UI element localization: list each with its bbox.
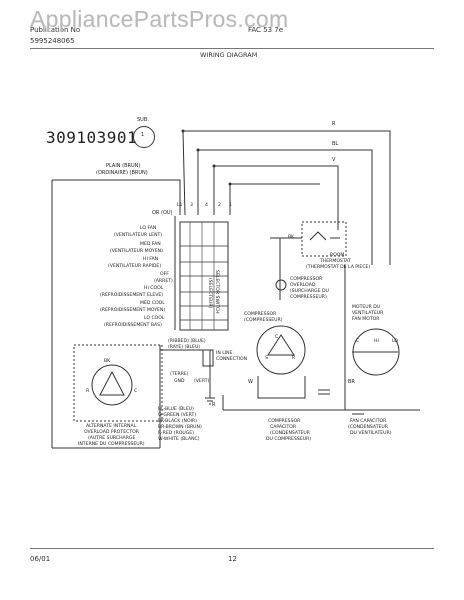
comp-cap-label-4: DU COMPRESSEUR) bbox=[266, 437, 312, 442]
thermostat-label-fr: (THERMOSTAT DE LA PIECE) bbox=[306, 265, 371, 270]
wire-letter-br: BR bbox=[348, 379, 355, 385]
mode-hi-cool: HI COOL bbox=[144, 286, 164, 291]
header-rule bbox=[30, 48, 434, 49]
ribbed-label: (RIBBED) (BLUE) bbox=[168, 339, 206, 344]
ribbed-label-fr: (RAYE) (BLEU) bbox=[168, 345, 201, 350]
mode-lo-cool: LO COOL bbox=[144, 316, 165, 321]
fan-motor-label-2: VENTILATEUR bbox=[352, 311, 384, 316]
alt-caption-1: ALTERNATE INTERNAL bbox=[86, 424, 137, 429]
mode-med-cool: MED COOL bbox=[140, 301, 165, 306]
mode-off-fr: (ARRET) bbox=[154, 279, 173, 284]
comp-cap-label-3: (CONDENSATEUR bbox=[270, 431, 310, 436]
sub-circle bbox=[133, 126, 155, 148]
wire-letter-r: R bbox=[212, 402, 216, 408]
alt-c: C bbox=[134, 389, 138, 394]
mode-med-cool-fr: (REFROIDISSEMENT MOYEN) bbox=[100, 308, 166, 313]
fan-cap-label-2: (CONDENSATEUR bbox=[348, 425, 388, 430]
diagram-title: WIRING DIAGRAM bbox=[200, 51, 258, 59]
alt-caption-3: (AUTRE SURCHARGE bbox=[88, 436, 136, 441]
terminal-4: 4 bbox=[205, 203, 208, 208]
fan-motor-label-3: FAN MOTOR bbox=[352, 317, 380, 322]
mode-med-fan: MED FAN bbox=[140, 242, 161, 247]
fan-motor-label-1: MOTEUR DU bbox=[352, 305, 381, 310]
fan-cap-label-1: FAN CAPACITOR bbox=[350, 419, 387, 424]
overload-label-1: COMPRESSOR bbox=[290, 277, 323, 282]
fan-cap-label-3: DU VENTILATEUR) bbox=[350, 431, 392, 436]
vert-label: (VERT) bbox=[194, 379, 210, 384]
watermark-text: AppliancePartsPros.com bbox=[30, 6, 289, 32]
sub-label: SUB. bbox=[137, 117, 149, 123]
key-g: G-GREEN (VERT) bbox=[158, 413, 197, 418]
thermostat-label: THERMOSTAT bbox=[320, 259, 351, 264]
ground-label: GND bbox=[174, 379, 185, 384]
inline-label-1: IN LINE bbox=[216, 351, 233, 356]
alt-r: R bbox=[86, 389, 90, 394]
wire-label-r: R bbox=[332, 121, 336, 127]
selector-switch-label: SELECTOR SWITCH bbox=[214, 270, 219, 314]
mode-off: OFF bbox=[160, 272, 169, 277]
footer-rule bbox=[30, 548, 434, 549]
terminal-1: 1 bbox=[229, 203, 232, 208]
fan-code-hi: HI bbox=[374, 339, 379, 344]
comp-code-c: C bbox=[275, 335, 279, 340]
terminal-2: 2 bbox=[218, 203, 221, 208]
overload-label-4: COMPRESSEUR) bbox=[290, 295, 327, 300]
room-label: ROOM bbox=[330, 253, 345, 258]
ground-label-fr: (TERRE) bbox=[170, 372, 189, 377]
key-r: R-RED (ROUGE) bbox=[158, 431, 194, 436]
key-w: W-WHITE (BLANC) bbox=[158, 437, 200, 442]
fan-code-c: C bbox=[356, 339, 360, 344]
mode-lo-fan: LO FAN bbox=[140, 226, 157, 231]
terminal-l1: L1 bbox=[177, 203, 183, 208]
alt-bk: BK bbox=[104, 359, 111, 364]
selector-switch-label-fr: (SELECTEUR) bbox=[207, 278, 212, 309]
compressor-label-fr: (COMPRESSEUR) bbox=[244, 318, 283, 323]
fan-code-lo: LO bbox=[392, 339, 399, 344]
wire-label-v: V bbox=[332, 157, 336, 163]
diagram-code: 309103901 bbox=[46, 128, 138, 147]
wire-letter-w: W bbox=[248, 379, 253, 385]
alt-caption-2: OVERLOAD PROTECTOR bbox=[84, 430, 139, 435]
footer-date: 06/01 bbox=[30, 555, 51, 563]
sub-number: 1 bbox=[141, 132, 145, 138]
compressor-label: COMPRESSOR bbox=[244, 312, 277, 317]
model-reference: FAC 53 7e bbox=[248, 26, 284, 34]
comp-code-s: S bbox=[265, 356, 268, 361]
key-bl: BL-BLUE (BLEU) bbox=[158, 407, 194, 412]
mode-hi-cool-fr: (REFROIDISSEMENT ELEVE) bbox=[100, 293, 164, 298]
mode-hi-fan-fr: (VENTILATEUR RAPIDE) bbox=[108, 264, 162, 269]
overload-label-2: OVERLOAD bbox=[290, 283, 316, 288]
plain-label: PLAIN (BRUN) bbox=[106, 163, 141, 169]
publication-number: 5995248065 bbox=[30, 37, 75, 45]
inline-label-2: CONNECTION bbox=[216, 357, 248, 362]
comp-code-r: R bbox=[292, 356, 296, 361]
mode-lo-cool-fr: (REFROIDISSEMENT BAS) bbox=[104, 323, 162, 328]
overload-label-3: (SURCHARGE DU bbox=[290, 289, 329, 294]
or-label: OR (OU) bbox=[152, 210, 173, 216]
mode-med-fan-fr: (VENTILATEUR MOYEN) bbox=[110, 249, 163, 254]
wire-label-bl: BL bbox=[332, 141, 339, 147]
bk-label: BK bbox=[288, 235, 295, 240]
comp-cap-label-2: CAPACITOR bbox=[270, 425, 297, 430]
comp-cap-label-1: COMPRESSOR bbox=[268, 419, 301, 424]
publication-label: Publication No bbox=[30, 26, 81, 34]
key-bk: BK-BLACK (NOIR) bbox=[158, 419, 197, 424]
terminal-3: 3 bbox=[190, 203, 193, 208]
plain-label-fr: (ORDINAIRE) (BRUN) bbox=[96, 170, 148, 176]
mode-lo-fan-fr: (VENTILATEUR LENT) bbox=[114, 233, 163, 238]
footer-page: 12 bbox=[228, 555, 237, 563]
mode-hi-fan: HI FAN bbox=[143, 257, 159, 262]
key-br: BR-BROWN (BRUN) bbox=[158, 425, 202, 430]
alt-caption-4: INTERNE DU COMPRESSEUR) bbox=[78, 442, 145, 447]
